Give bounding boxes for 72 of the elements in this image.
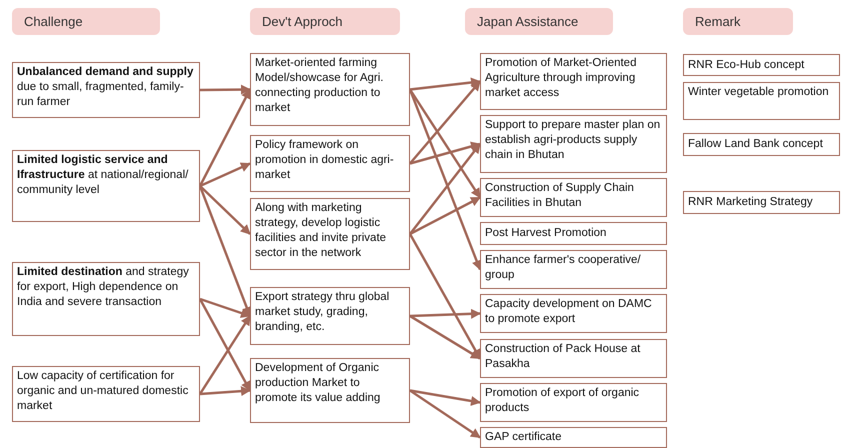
box-text: Along with marketing strategy, develop logistic facilities and invite private sector in the network [255,201,388,261]
box-text: Low capacity of certification for organic and un-matured domestic market [17,369,190,414]
arrow [198,186,252,317]
text-box [250,287,410,345]
text-box [12,150,200,222]
arrow [200,84,251,95]
text-box [480,250,667,289]
text-box [480,383,667,422]
box-text: Limited destination and strategy for export, High dependence on India and severe transaction [17,265,190,310]
text-box [480,339,667,378]
arrow [199,185,251,235]
arrow [410,142,481,165]
arrow [198,298,252,392]
text-box [480,294,667,333]
arrow [198,88,252,187]
box-text: Promotion of export of organic products [485,386,640,416]
column-heading: Japan Assistance [477,14,578,29]
text-box [683,191,840,214]
box-text: GAP certificate [485,430,562,445]
arrow [409,143,481,235]
box-text: Construction of Supply Chain Facilities in Bhutan [485,181,635,211]
box-text: Market-oriented farming Model/showcase for Agri. connecting production to market [255,56,384,116]
arrow [410,389,481,406]
box-text: RNR Marketing Strategy [688,195,813,210]
arrow [408,233,482,360]
text-box [12,62,200,118]
text-box [480,427,667,448]
arrow [200,298,251,318]
arrow [409,196,481,236]
box-text: Winter vegetable promotion [688,85,829,100]
column-heading: Dev't Approch [262,14,343,29]
arrow [199,162,251,188]
box-text: Limited logistic service and Ifrastructure at national/regional/ community level [17,153,190,198]
heading-tab [465,8,613,35]
box-text: Support to prepare master plan on establish agri-products supply chain in Bhutan [485,118,662,163]
box-text: RNR Eco-Hub concept [688,58,804,72]
column-heading: Remark [695,14,741,29]
heading-tab [683,8,793,35]
text-box [480,115,667,173]
text-box [250,358,410,423]
arrow [410,78,481,91]
arrow [409,80,481,164]
box-text: Unbalanced demand and supply due to small, fragmented, family-run farmer [17,65,194,110]
arrow [408,88,482,198]
box-text: Promotion of Market-Oriented Agriculture through improving market access [485,56,638,101]
text-box [250,135,410,192]
box-text: Export strategy thru global market study, grading, branding, etc. [255,290,390,335]
arrow [409,314,481,360]
text-box [12,262,200,336]
arrow [200,386,251,396]
box-text: Fallow Land Bank concept [688,137,823,152]
box-text: Development of Organic production Market to promote its value adding [255,361,382,406]
arrow [198,315,252,395]
text-box [480,222,667,245]
text-box [250,198,410,270]
text-box [683,54,840,76]
box-text: Enhance farmer's cooperative/ group [485,253,642,283]
text-box [480,53,667,110]
text-box [12,366,200,422]
box-text: Construction of Pack House at Pasakha [485,342,642,372]
heading-tab [12,8,160,35]
box-text: Capacity development on DAMC to promote export [485,297,653,327]
arrow [410,308,481,319]
text-box [480,178,667,217]
arrow [409,389,481,439]
text-box [683,133,840,156]
text-box [250,53,410,126]
box-text: Policy framework on promotion in domestic agri-market [255,138,395,183]
heading-tab [250,8,400,35]
box-text: Post Harvest Promotion [485,226,606,241]
text-box [683,82,840,120]
column-heading: Challenge [24,14,83,29]
